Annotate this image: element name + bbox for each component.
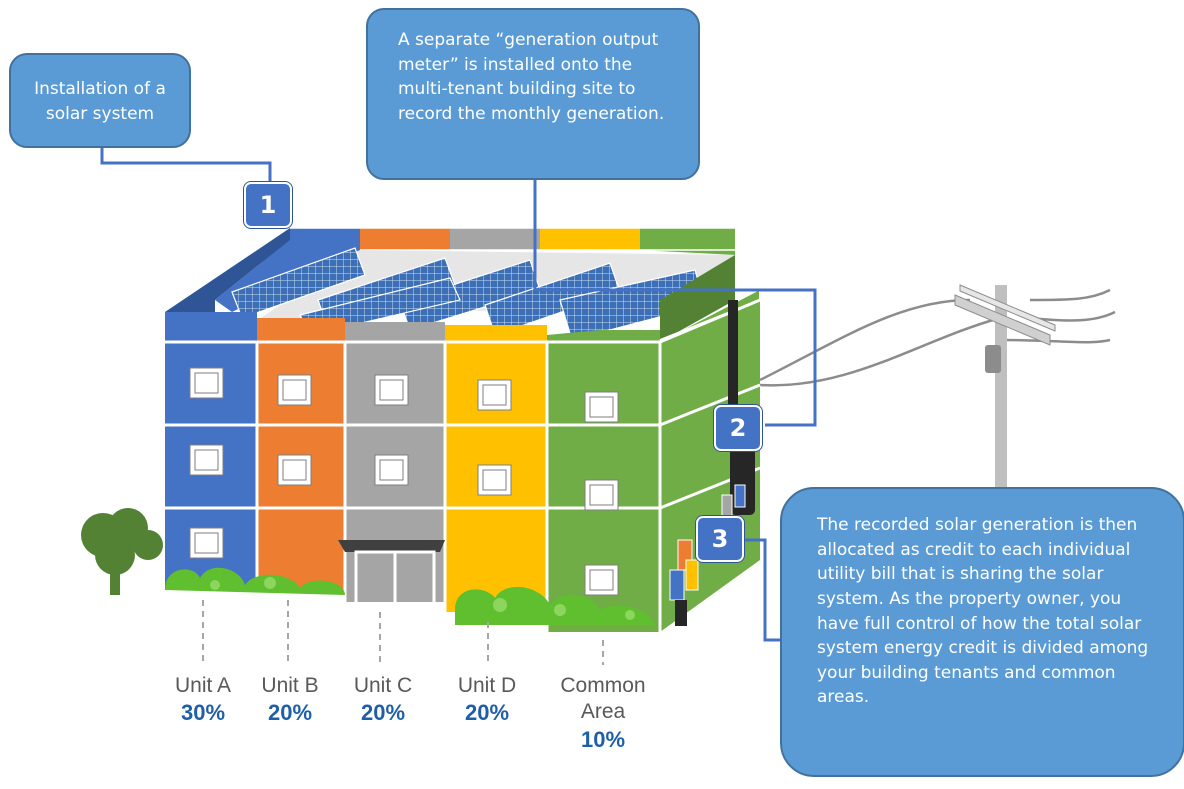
utility-pole-icon — [759, 284, 1116, 490]
bushes — [165, 567, 655, 625]
common-area-name: Common Area — [560, 674, 646, 724]
step-3-badge: 3 — [696, 516, 744, 562]
unit-leader-lines — [202, 600, 604, 665]
unit-d-share: 20% — [464, 700, 510, 726]
unit-d-label: Unit D 20% — [442, 673, 532, 727]
tree-icon — [81, 508, 163, 595]
unit-c-share: 20% — [360, 700, 406, 726]
meter-panel-icon — [669, 300, 755, 626]
allocation-callout: The recorded solar generation is then al… — [780, 487, 1184, 777]
unit-a-share: 30% — [180, 700, 226, 726]
unit-a-name: Unit A — [174, 674, 232, 697]
step-1-badge: 1 — [244, 182, 292, 228]
common-area-label: Common Area 10% — [548, 673, 658, 753]
unit-c-label: Unit C 20% — [338, 673, 428, 727]
installation-callout: Installation of a solar system — [9, 53, 191, 148]
unit-a-label: Unit A 30% — [158, 673, 248, 727]
unit-d-name: Unit D — [457, 674, 517, 697]
unit-b-label: Unit B 20% — [245, 673, 335, 727]
connector-lines — [100, 148, 817, 642]
common-area-share: 10% — [580, 726, 626, 752]
step-2-badge: 2 — [714, 405, 762, 451]
unit-b-share: 20% — [267, 700, 313, 726]
entrance-door — [338, 540, 445, 609]
unit-b-name: Unit B — [261, 674, 319, 697]
windows — [189, 367, 619, 596]
unit-c-name: Unit C — [353, 674, 413, 697]
meter-callout: A separate “generation output meter” is … — [366, 8, 700, 180]
